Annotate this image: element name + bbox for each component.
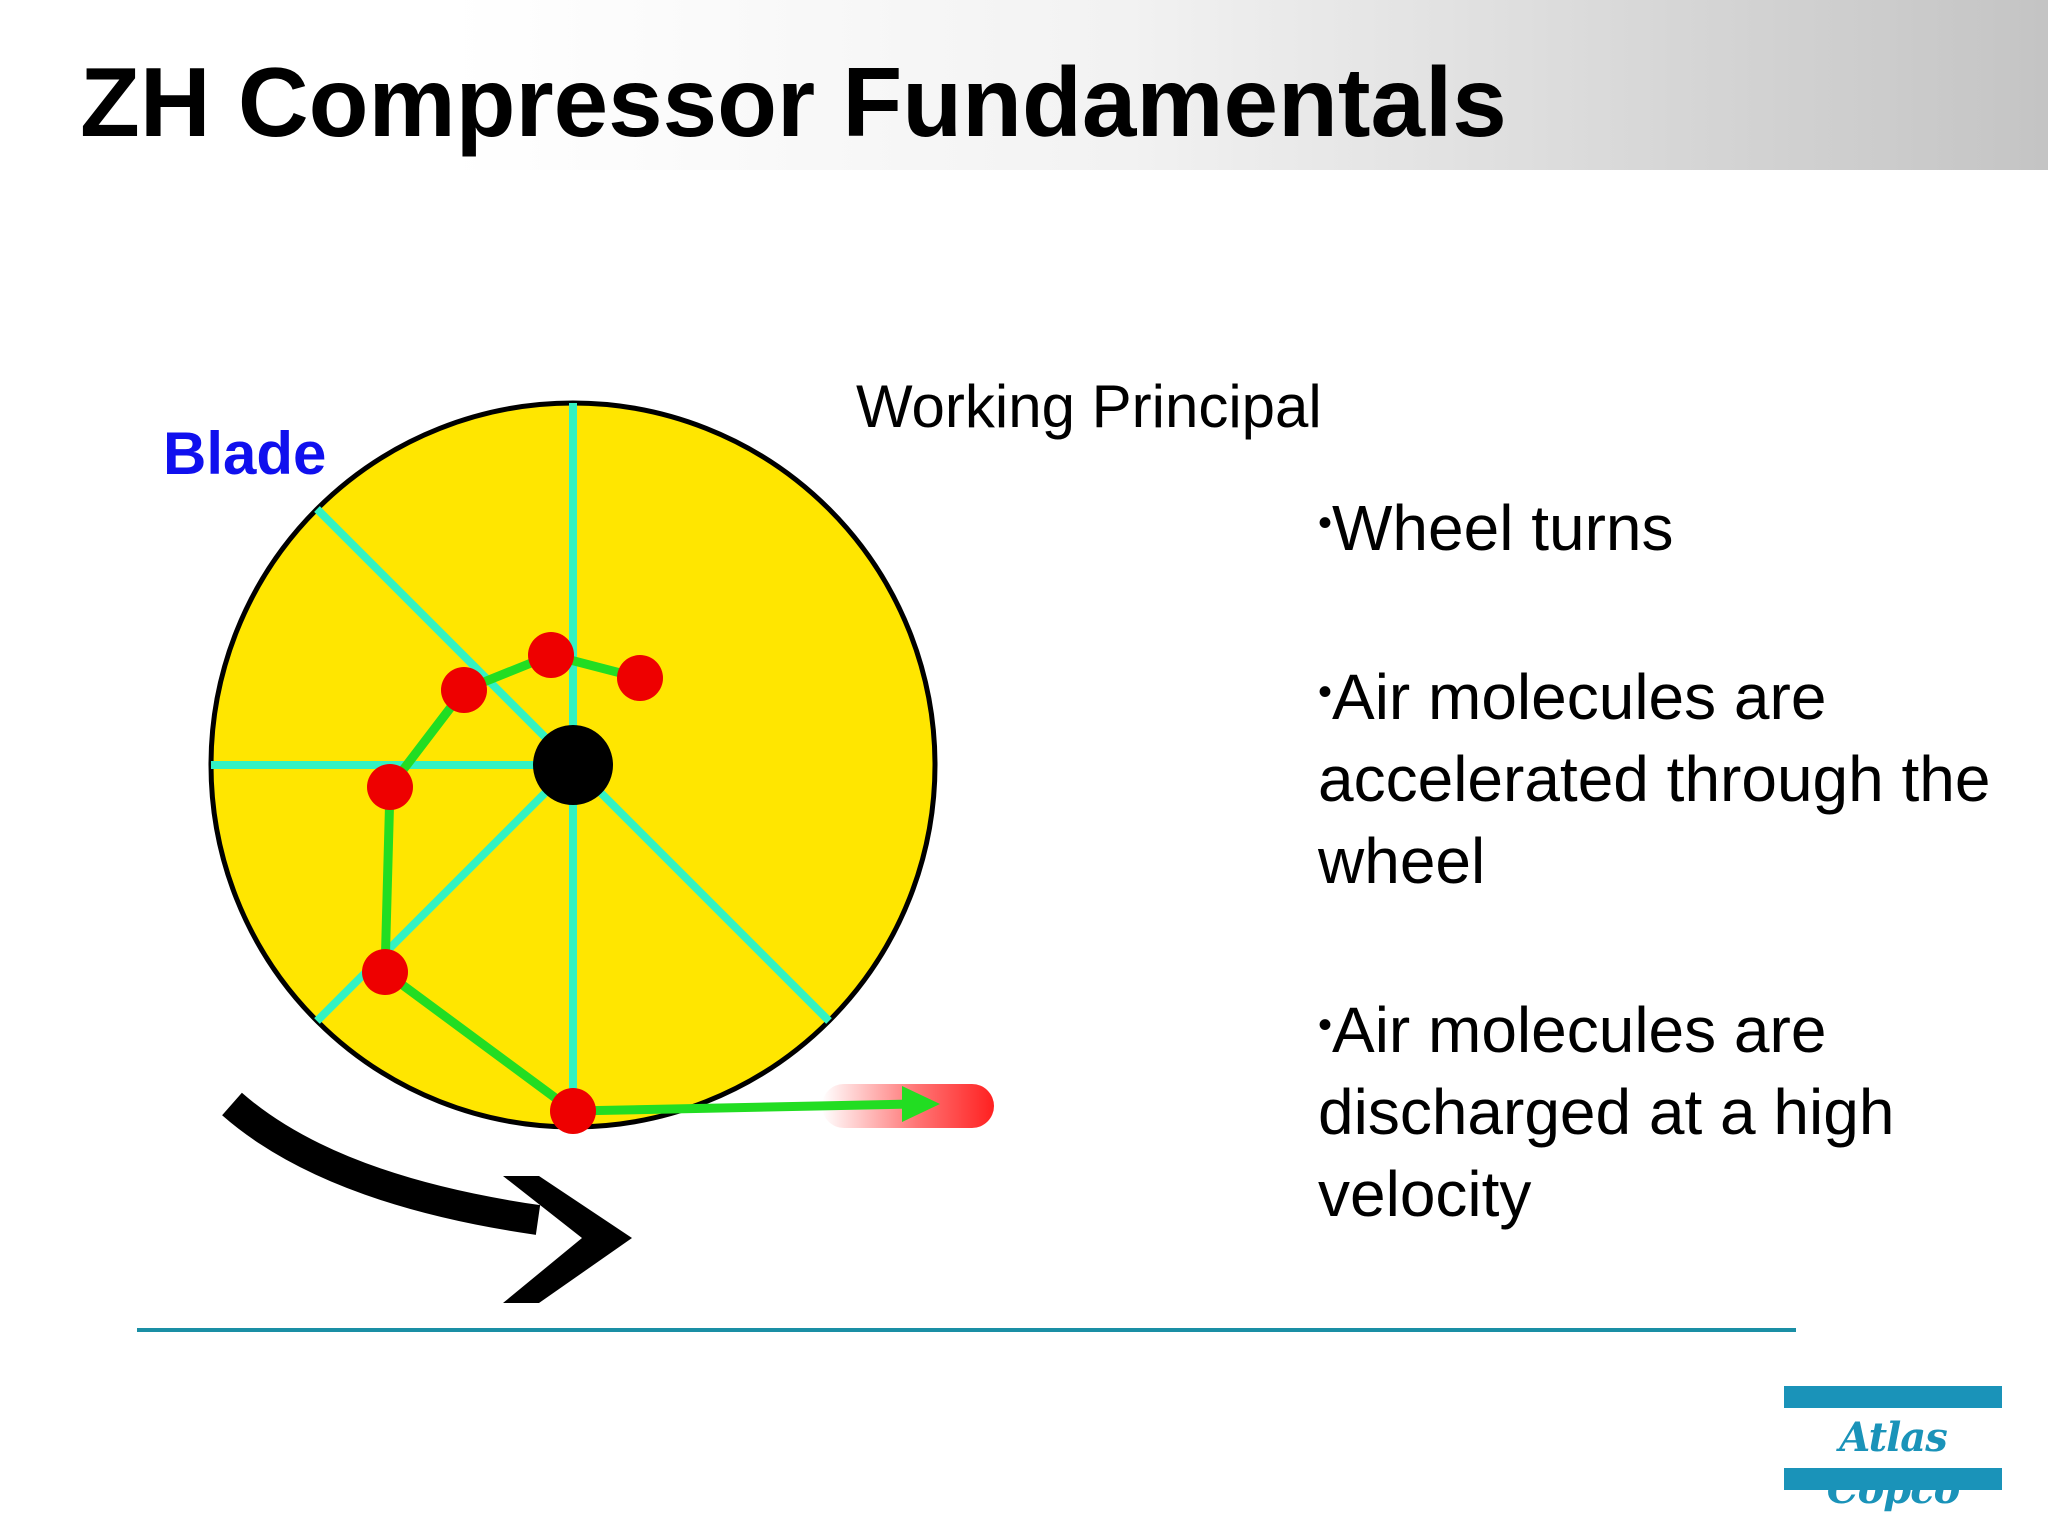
air-molecule [550, 1088, 596, 1134]
bullet-marker: • [1318, 501, 1333, 545]
blade-line [570, 762, 832, 1024]
logo-stripe [1784, 1468, 2002, 1490]
bullet-text: Wheel turns [1332, 492, 1674, 564]
air-molecule [367, 764, 413, 810]
atlas-copco-logo: Atlas Copco [1784, 1386, 2002, 1513]
hub [533, 725, 613, 805]
bullet-marker: • [1318, 1003, 1333, 1047]
discharge-arrow-icon [572, 1099, 913, 1116]
rotation-arrow-head [503, 1176, 632, 1303]
bullet-text: Air molecules are accelerated through th… [1318, 661, 1991, 897]
page-title: ZH Compressor Fundamentals [80, 47, 1507, 157]
arrow-right-icon [902, 1086, 940, 1122]
diagram-subtitle: Working Principal [856, 373, 1322, 440]
logo-stripe [1784, 1386, 2002, 1408]
blades [211, 403, 832, 1127]
blade-line [314, 762, 576, 1024]
logo-text: Atlas Copco [1827, 1414, 1961, 1513]
air-molecule [362, 949, 408, 995]
air-molecule [617, 655, 663, 701]
footer-rule [137, 1328, 1796, 1332]
air-molecule [528, 632, 574, 678]
bullet-item: •Air molecules are accelerated through t… [1318, 651, 1998, 902]
bullet-list: •Wheel turns •Air molecules are accelera… [1318, 482, 1998, 1317]
bullet-item: •Wheel turns [1318, 482, 1998, 569]
header-band [0, 0, 2048, 170]
bullet-item: •Air molecules are discharged at a high … [1318, 984, 1998, 1235]
air-molecule [441, 667, 487, 713]
bullet-text: Air molecules are discharged at a high v… [1318, 994, 1895, 1230]
curved-arrow-icon [222, 1092, 541, 1235]
bullet-marker: • [1318, 670, 1333, 714]
blade-line [314, 506, 576, 768]
air-molecules [362, 632, 663, 1134]
blade-label: Blade [163, 420, 326, 487]
